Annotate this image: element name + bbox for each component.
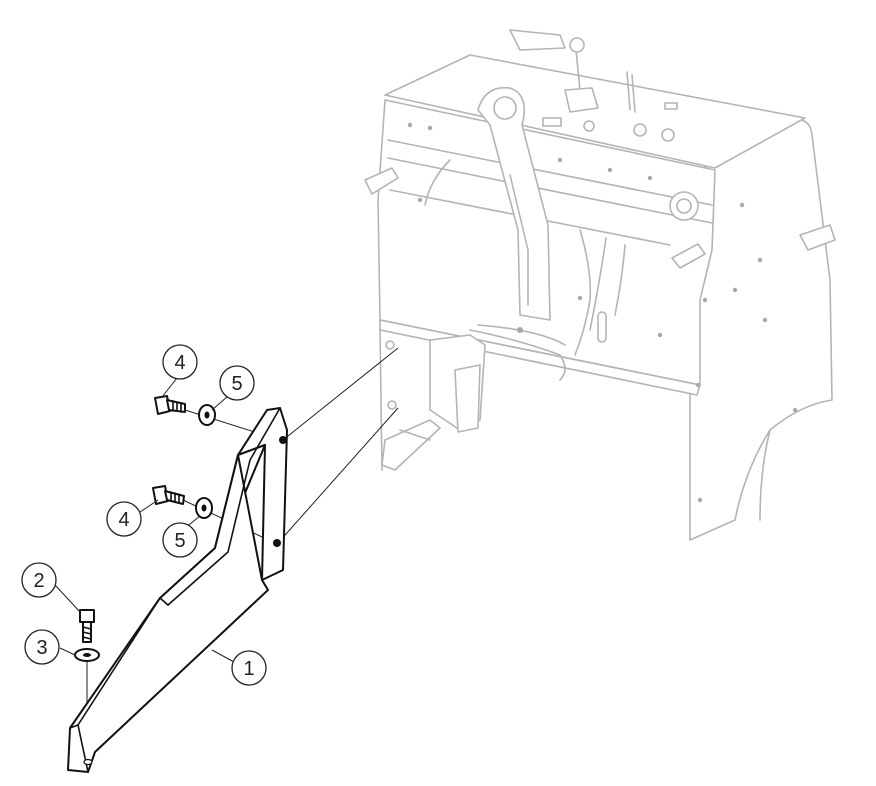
callout-label: 4	[118, 509, 129, 531]
small-bolt-part	[79, 609, 95, 643]
upper-washer-part	[198, 404, 216, 426]
callout-2: 2	[21, 562, 57, 598]
callout-5-upper: 5	[219, 365, 255, 401]
callout-label: 2	[33, 570, 44, 592]
callout-label: 5	[231, 373, 242, 395]
callout-4-upper: 4	[162, 344, 198, 380]
callout-5-lower: 5	[162, 522, 198, 558]
callout-label: 1	[243, 658, 254, 680]
callout-3: 3	[24, 629, 60, 665]
callout-4-lower: 4	[106, 501, 142, 537]
small-washer-part	[74, 648, 100, 662]
machine-assembly-ghost	[364, 29, 836, 541]
bracket-arm-part	[67, 407, 288, 773]
callout-1: 1	[231, 650, 267, 686]
callout-label: 5	[174, 530, 185, 552]
callout-label: 3	[36, 637, 47, 659]
upper-hex-bolt-part	[154, 395, 186, 415]
callout-label: 4	[174, 352, 185, 374]
lower-hex-bolt-part	[152, 485, 185, 505]
lower-washer-part	[195, 497, 213, 519]
